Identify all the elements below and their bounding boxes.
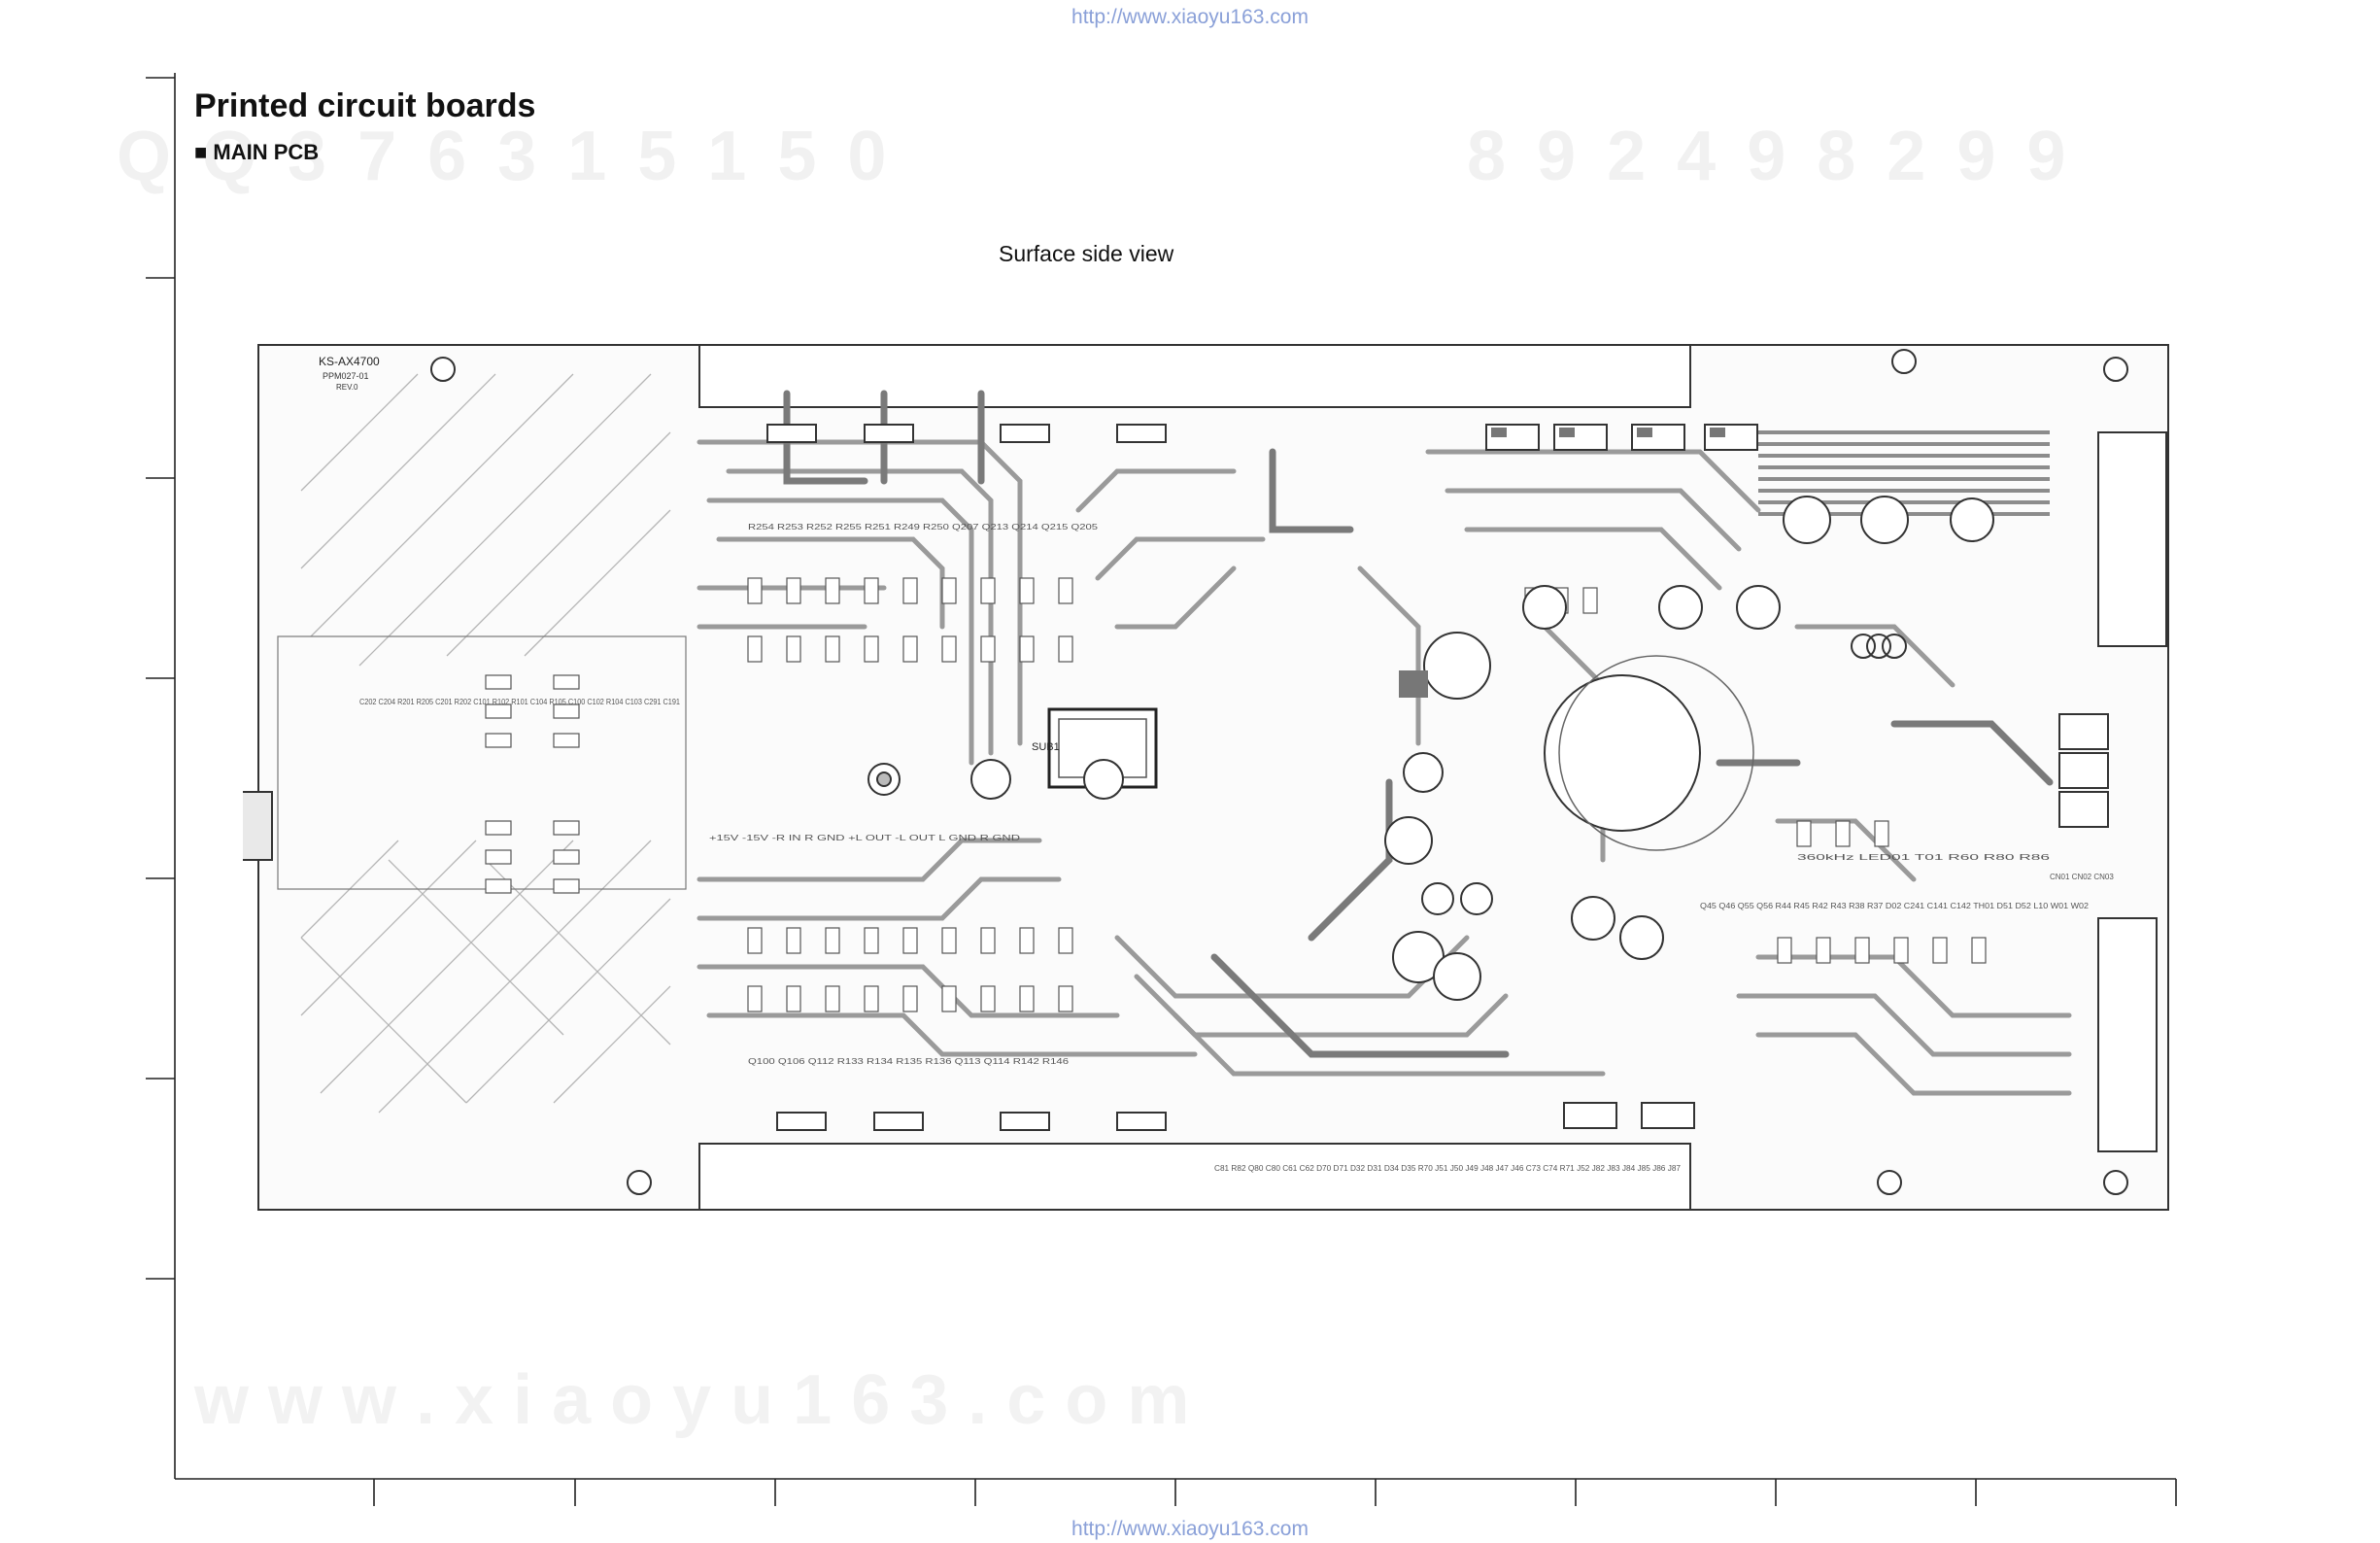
- pcb-board-outline: [257, 344, 2169, 1211]
- source-url-top[interactable]: http://www.xiaoyu163.com: [1071, 6, 1309, 28]
- pcb-drawing: SUB1: [243, 344, 2169, 1211]
- watermark-digits-right: 8 9 2 4 9 8 2 9 9: [1467, 118, 2072, 195]
- sub1-label: SUB1: [1032, 741, 1060, 753]
- board-revision: REV.0: [336, 383, 358, 392]
- watermark-url-bottom: w w w . x i a o y u 1 6 3 . c o m: [194, 1361, 1190, 1439]
- mounting-hole: [2103, 1170, 2128, 1195]
- board-part-number: PPM027-01: [323, 371, 369, 381]
- mounting-hole: [430, 357, 456, 382]
- labels-misc: 360kHz LED01 T01 R60 R80 R86: [1797, 853, 2051, 862]
- mounting-hole: [2103, 357, 2128, 382]
- labels-components-bottom: Q100 Q106 Q112 R133 R134 R135 R136 Q113 …: [748, 1057, 1070, 1066]
- board-model-label: KS-AX4700: [319, 355, 380, 368]
- source-url-bottom[interactable]: http://www.xiaoyu163.com: [1071, 1518, 1309, 1540]
- pcb-inductor: [1851, 634, 1907, 659]
- labels-power: +15V -15V -R IN R GND +L OUT -L OUT L GN…: [709, 834, 1020, 842]
- pcb-traces: [697, 439, 2072, 1096]
- bullet-square-icon: ■: [194, 140, 208, 164]
- labels-components-mid: C202 C204 R201 R205 C201 R202 C101 R102 …: [359, 698, 681, 706]
- view-label: Surface side view: [999, 241, 1174, 266]
- pcb-transformer: [1558, 655, 1754, 851]
- section-heading: ■ MAIN PCB: [194, 140, 319, 165]
- pcb-heatsink-top: [698, 344, 1691, 408]
- pcb-sub1-pads: [867, 759, 1124, 800]
- mounting-hole: [1877, 1170, 1902, 1195]
- section-heading-text: MAIN PCB: [213, 140, 320, 164]
- labels-connectors: CN01 CN02 CN03: [2050, 873, 2114, 881]
- pcb-smd-parts: [485, 577, 1987, 1012]
- pcb-heatsink-bottom: [698, 1143, 1691, 1211]
- mounting-hole: [627, 1170, 652, 1195]
- input-connector: [243, 791, 273, 861]
- labels-components-right: C81 R82 Q80 C80 C61 C62 D70 D71 D32 D31 …: [1214, 1164, 1682, 1173]
- pcb-right-connectors: [2058, 431, 2167, 1152]
- watermark-digits-left: Q Q 3 7 6 3 1 5 1 5 0: [117, 118, 893, 195]
- page-title: Printed circuit boards: [194, 87, 536, 124]
- labels-components-top: R254 R253 R252 R255 R251 R249 R250 Q207 …: [748, 523, 1099, 531]
- labels-components-far-right: Q45 Q46 Q55 Q56 R44 R45 R42 R43 R38 R37 …: [1700, 902, 2090, 910]
- pcb-electrolytics: [1384, 496, 1994, 1001]
- mounting-hole: [1891, 349, 1917, 374]
